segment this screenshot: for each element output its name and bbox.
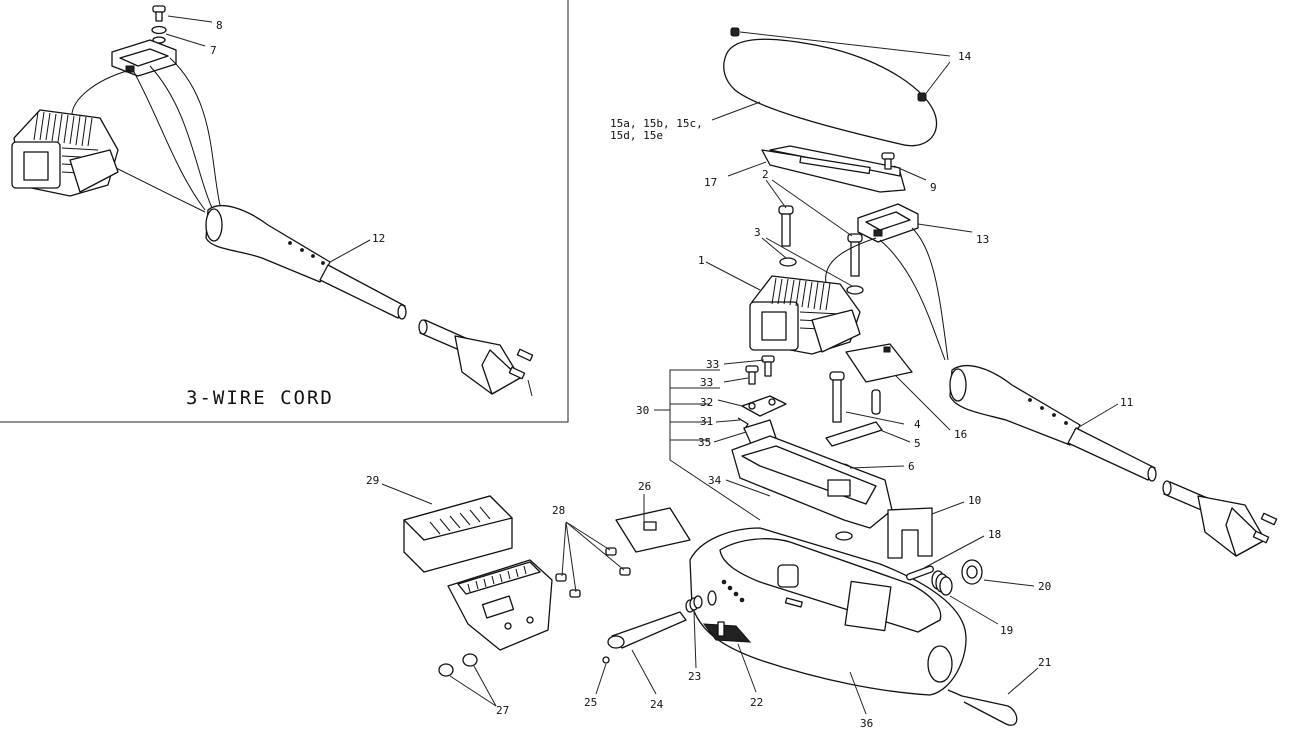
- callout-24: 24: [650, 698, 664, 711]
- part-14-screw-top: [730, 27, 740, 37]
- callout-33b: 33: [700, 376, 713, 389]
- callout-27: 27: [496, 704, 509, 717]
- part-8-screw: [152, 5, 166, 22]
- callout-14: 14: [958, 50, 972, 63]
- callout-15-line1: 15a, 15b, 15c,: [610, 117, 703, 130]
- part-32-plate: [741, 395, 787, 417]
- part-19-spring: [931, 570, 953, 596]
- part-13-terminal-block: [857, 203, 919, 243]
- part-3-washer-left: [779, 257, 797, 267]
- part-5-link: [825, 421, 883, 447]
- part-21-hanger: [947, 689, 1018, 726]
- part-28-screws: [555, 547, 631, 598]
- part-29-blade-guard: [403, 495, 513, 573]
- callout-26: 26: [638, 480, 651, 493]
- callout-21: 21: [1038, 656, 1051, 669]
- part-26-bracket: [615, 507, 691, 553]
- part-34-washer: [835, 531, 853, 541]
- part-10-clip: [887, 507, 933, 559]
- callout-2: 2: [762, 168, 769, 181]
- callout-6: 6: [908, 460, 915, 473]
- callout-labels: 8 7 12 14 15a, 15b, 15c, 15d, 15e 17 9 2…: [210, 19, 1133, 730]
- callout-34: 34: [708, 474, 722, 487]
- part-24-lever: [607, 611, 687, 649]
- callout-7: 7: [210, 44, 217, 57]
- part-33-screws: [745, 355, 775, 385]
- part-12-cord-strain-relief: [205, 205, 407, 320]
- callout-29: 29: [366, 474, 379, 487]
- part-27-screws: [438, 653, 478, 677]
- callout-10: 10: [968, 494, 981, 507]
- part-14-screw-bottom: [917, 92, 927, 102]
- leader-lines: [165, 15, 1119, 715]
- blade-set: [447, 559, 553, 651]
- main-plug: [1162, 480, 1278, 557]
- callout-16: 16: [954, 428, 967, 441]
- part-17-plate: [761, 145, 906, 193]
- part-4-pin: [829, 371, 881, 423]
- callout-28: 28: [552, 504, 565, 517]
- callout-19: 19: [1000, 624, 1013, 637]
- callout-8: 8: [216, 19, 223, 32]
- part-16-insulator: [845, 343, 913, 383]
- part-9-screw: [881, 152, 895, 170]
- callout-31: 31: [700, 415, 713, 428]
- inset-border: [0, 0, 569, 423]
- three-wire-cord-inset: [0, 0, 569, 423]
- callout-12: 12: [372, 232, 385, 245]
- callout-32: 32: [700, 396, 713, 409]
- callout-23: 23: [688, 670, 701, 683]
- part-7-washer: [151, 25, 167, 35]
- inset-coil: [11, 109, 119, 197]
- callout-4: 4: [914, 418, 921, 431]
- callout-33a: 33: [706, 358, 719, 371]
- callout-9: 9: [930, 181, 937, 194]
- part-2-screws: [778, 205, 863, 277]
- part-11-cord-strain-relief: [949, 365, 1157, 482]
- callout-15-line2: 15d, 15e: [610, 129, 663, 142]
- inset-plug: [418, 319, 534, 397]
- callout-30: 30: [636, 404, 649, 417]
- callout-20: 20: [1038, 580, 1051, 593]
- part-3-washer-right: [846, 285, 864, 295]
- callout-25: 25: [584, 696, 597, 709]
- callout-17: 17: [704, 176, 717, 189]
- part-22-switch: [702, 621, 752, 643]
- part-20-bushing: [961, 559, 983, 585]
- callout-3: 3: [754, 226, 761, 239]
- part-1-coil: [749, 275, 861, 355]
- callout-35: 35: [698, 436, 711, 449]
- callout-5: 5: [914, 437, 921, 450]
- part-36-housing: [689, 527, 967, 696]
- part-25-pin: [602, 656, 610, 664]
- callout-22: 22: [750, 696, 763, 709]
- inset-caption: 3-WIRE CORD: [186, 387, 334, 409]
- part-15-cover-plate: [723, 27, 938, 147]
- part-23-spring: [685, 595, 703, 613]
- callout-11: 11: [1120, 396, 1133, 409]
- part-34-armature: [731, 435, 893, 529]
- callout-36: 36: [860, 717, 873, 730]
- callout-13: 13: [976, 233, 989, 246]
- part-18-pin: [906, 565, 934, 581]
- inset-terminal-block: [111, 39, 177, 77]
- callout-18: 18: [988, 528, 1001, 541]
- callout-1: 1: [698, 254, 705, 267]
